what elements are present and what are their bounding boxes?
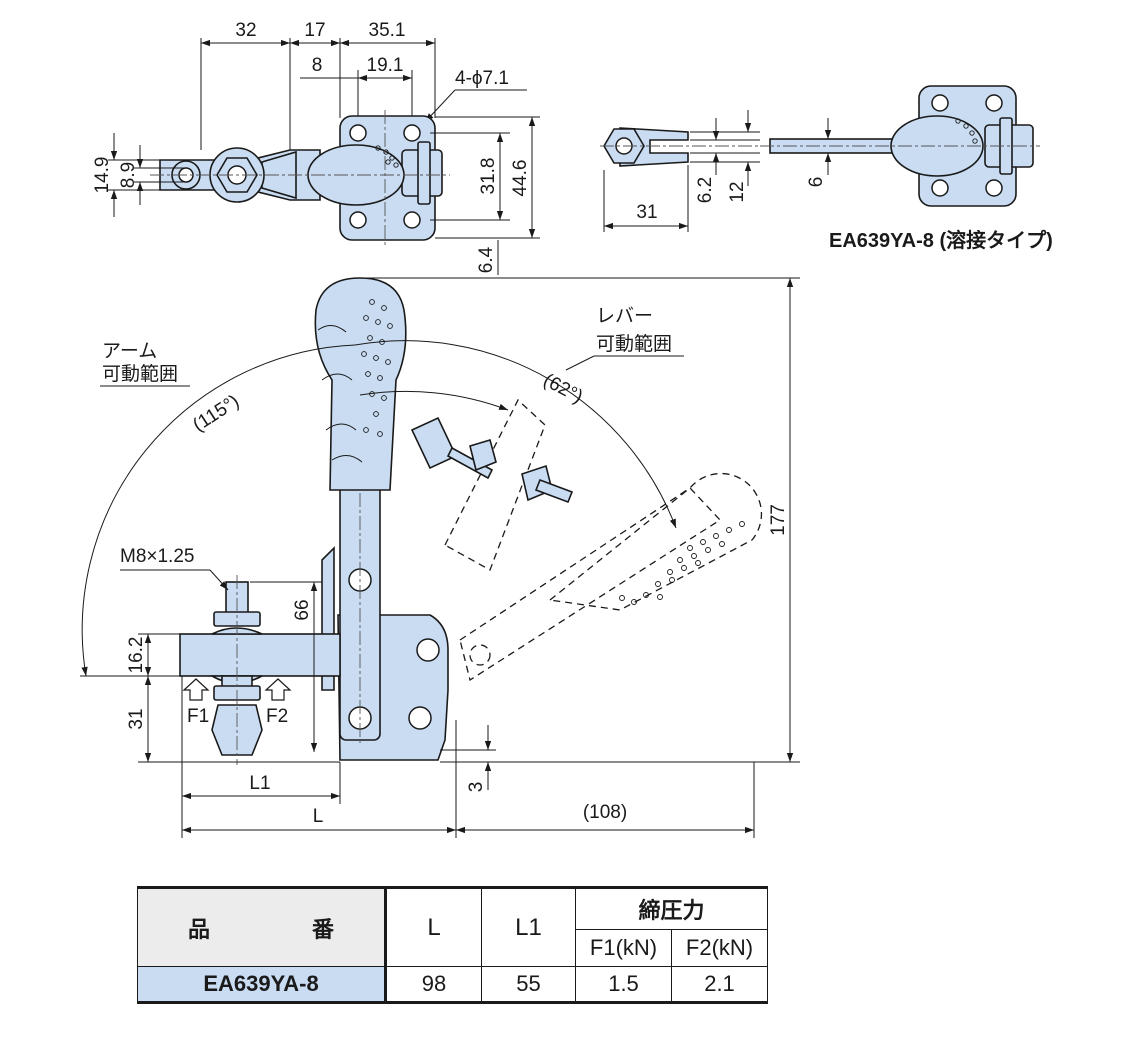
- weld-type-caption: EA639YA-8 (溶接タイプ): [829, 228, 1053, 252]
- cell-model: EA639YA-8: [137, 966, 387, 1003]
- dim-3: 3: [466, 782, 487, 793]
- header-F2: F2(kN): [670, 929, 769, 967]
- arm-angle-label: (115°): [189, 391, 243, 436]
- dim-6-2: 6.2: [695, 177, 716, 203]
- top-view: 32 17 35.1 8 19.1 4-ϕ7.1: [92, 20, 540, 275]
- force-arrow-f1: [182, 678, 210, 701]
- dim-31-side: 31: [126, 708, 147, 729]
- force-arrow-f2: [264, 678, 292, 701]
- cell-L: 98: [385, 966, 482, 1003]
- dim-hole-spec: 4-ϕ7.1: [455, 68, 509, 89]
- dim-14-9: 14.9: [92, 157, 113, 194]
- dim-8-9: 8.9: [118, 162, 139, 188]
- dim-32: 32: [235, 20, 256, 41]
- weld-handle-knob: [890, 115, 984, 177]
- dim-L1: L1: [249, 773, 270, 794]
- dim-8: 8: [312, 55, 323, 76]
- header-L: L: [385, 887, 482, 967]
- dim-108: (108): [583, 802, 627, 823]
- dim-177: 177: [768, 504, 789, 536]
- header-clamp-force: 締圧力: [574, 887, 769, 930]
- side-clamp-arm: [179, 633, 341, 677]
- arm-range-label-1: アーム: [102, 341, 157, 362]
- dim-6-4: 6.4: [476, 246, 497, 273]
- dim-6: 6: [806, 177, 827, 188]
- dim-12: 12: [727, 181, 748, 202]
- header-L1: L1: [481, 887, 576, 967]
- pivot-pin: [417, 141, 431, 205]
- dim-66: 66: [292, 599, 313, 620]
- weld-type-view: 6 31 6.2 12 EA639YA-8 (溶接タイプ): [600, 85, 1053, 252]
- side-view: M8×1.25 F1 F2 アーム 可動範囲 (115°) レバー 可動範囲 (…: [80, 277, 800, 838]
- mount-hole: [403, 124, 421, 142]
- mount-hole: [349, 124, 367, 142]
- table-row: EA639YA-8 98 55 1.5 2.1: [137, 966, 769, 1003]
- arm-range-label-2: 可動範囲: [102, 363, 178, 385]
- label-f1: F1: [187, 706, 209, 727]
- cell-L1: 55: [481, 966, 576, 1003]
- lever-angle-label: (62°): [540, 370, 586, 408]
- dim-44-6: 44.6: [510, 160, 531, 197]
- header-part-no: 品 番: [137, 887, 387, 967]
- lever-range-label-1: レバー: [596, 306, 653, 327]
- dim-16-2: 16.2: [126, 637, 147, 674]
- dim-35-1: 35.1: [369, 20, 406, 41]
- label-f2: F2: [266, 706, 288, 727]
- cell-F2: 2.1: [670, 966, 769, 1003]
- dim-L: L: [313, 806, 324, 827]
- ghost-lever: [459, 487, 722, 682]
- dim-31-8: 31.8: [478, 158, 499, 195]
- ghost-arm: [444, 398, 546, 571]
- spec-table: 品 番 L L1 締圧力 F1(kN) F2(kN) EA639YA-8 98 …: [137, 886, 769, 1004]
- thread-spec: M8×1.25: [120, 546, 194, 567]
- mount-hole: [349, 211, 367, 229]
- cell-F1: 1.5: [575, 966, 672, 1003]
- mount-hole: [403, 211, 421, 229]
- handle-grip: [314, 277, 407, 491]
- ghost-handle: [548, 472, 763, 611]
- dim-31-weld: 31: [636, 202, 657, 223]
- dim-19-1: 19.1: [367, 55, 404, 76]
- dim-17: 17: [304, 20, 325, 41]
- lever-range-label-2: 可動範囲: [596, 333, 672, 355]
- header-F1: F1(kN): [575, 929, 672, 967]
